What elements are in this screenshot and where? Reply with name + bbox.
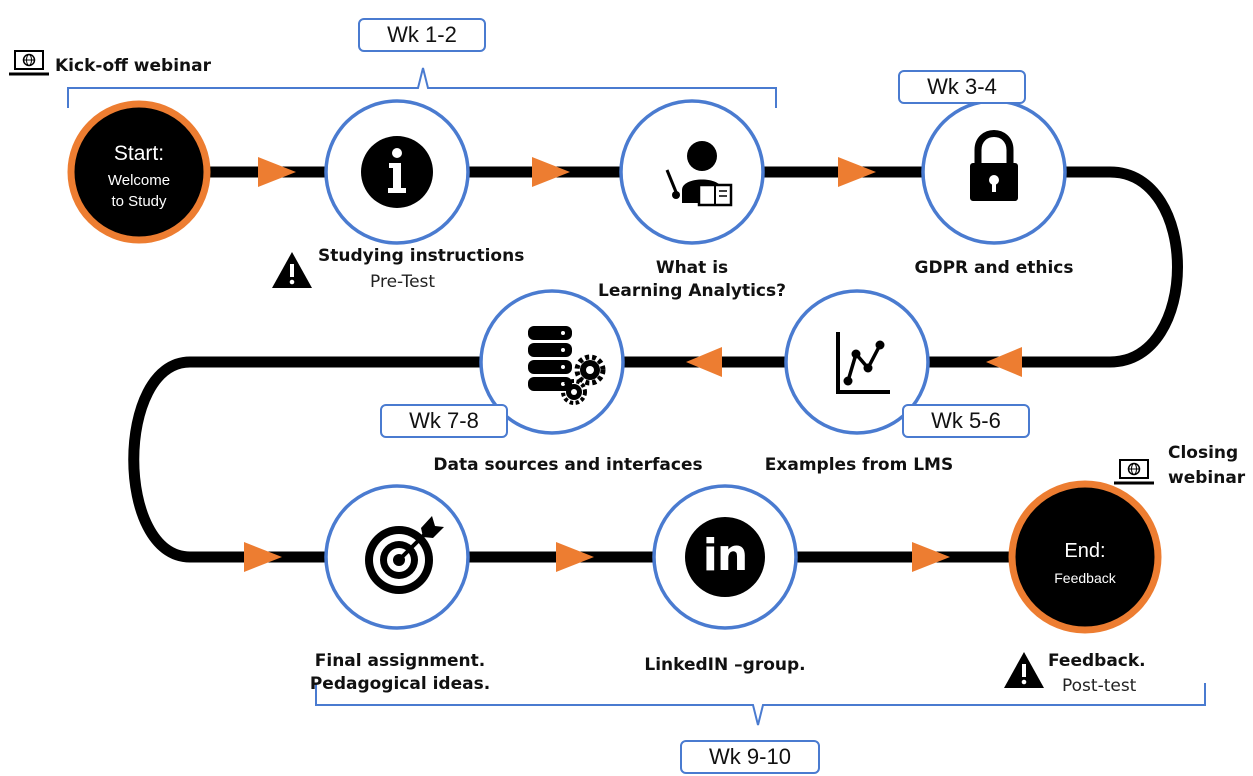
final-label-line1: Final assignment. bbox=[314, 651, 486, 671]
start-title: Start: bbox=[113, 142, 165, 165]
feedback-label: Feedback. bbox=[1048, 651, 1146, 671]
instructions-label: Studying instructions bbox=[318, 246, 525, 266]
bracket-wk910 bbox=[315, 683, 1206, 726]
week-label-wk12: Wk 1-2 bbox=[358, 18, 486, 52]
end-circle bbox=[1008, 480, 1162, 634]
lock-icon bbox=[970, 130, 1018, 201]
examples-label: Examples from LMS bbox=[764, 455, 954, 475]
closing-webinar-label-line2: webinar bbox=[1168, 468, 1246, 488]
instructions-sub: Pre-Test bbox=[370, 272, 436, 292]
linkedin-icon bbox=[685, 517, 765, 597]
laptop-globe-icon bbox=[1114, 459, 1154, 485]
linkedin-label: LinkedIN –group. bbox=[644, 655, 806, 675]
flow-arrow bbox=[556, 542, 594, 572]
warning-icon bbox=[1004, 652, 1044, 688]
flow-path bbox=[128, 166, 1183, 563]
start-circle bbox=[67, 100, 211, 244]
bracket-wk12 bbox=[67, 67, 777, 108]
info-icon bbox=[361, 136, 433, 208]
closing-webinar-label-line1: Closing bbox=[1168, 443, 1239, 463]
final-label-line2: Pedagogical ideas. bbox=[309, 674, 491, 694]
kickoff-webinar-label: Kick-off webinar bbox=[55, 56, 211, 76]
week-label-wk56: Wk 5-6 bbox=[902, 404, 1030, 438]
week-label-wk78: Wk 7-8 bbox=[380, 404, 508, 438]
feedback-sub: Post-test bbox=[1062, 676, 1137, 696]
flow-arrow bbox=[912, 542, 950, 572]
gdpr-label: GDPR and ethics bbox=[914, 258, 1074, 278]
line-chart-icon bbox=[836, 332, 890, 394]
datasources-label: Data sources and interfaces bbox=[433, 455, 703, 475]
la-label-line1: What is bbox=[655, 258, 729, 278]
laptop-globe-icon bbox=[9, 50, 49, 76]
teacher-icon bbox=[665, 141, 733, 207]
flow-arrow bbox=[532, 157, 570, 187]
database-gears-icon bbox=[528, 326, 606, 405]
step-circle-examples bbox=[784, 289, 930, 435]
end-line1: Feedback bbox=[1054, 570, 1116, 586]
flow-arrow bbox=[244, 542, 282, 572]
week-label-wk910: Wk 9-10 bbox=[680, 740, 820, 774]
step-circle-la bbox=[619, 99, 765, 245]
linkedin-logo-text: in bbox=[702, 530, 748, 581]
flow-arrow bbox=[838, 157, 876, 187]
flow-arrow bbox=[258, 157, 296, 187]
la-label-line2: Learning Analytics? bbox=[598, 281, 786, 301]
warning-icon bbox=[272, 252, 312, 288]
flow-arrow bbox=[986, 347, 1022, 377]
target-icon bbox=[365, 516, 444, 594]
end-title: End: bbox=[1064, 540, 1106, 562]
week-label-wk34: Wk 3-4 bbox=[898, 70, 1026, 104]
flow-arrow bbox=[686, 347, 722, 377]
start-line2: to Study bbox=[111, 193, 167, 210]
start-line1: Welcome bbox=[107, 172, 171, 189]
